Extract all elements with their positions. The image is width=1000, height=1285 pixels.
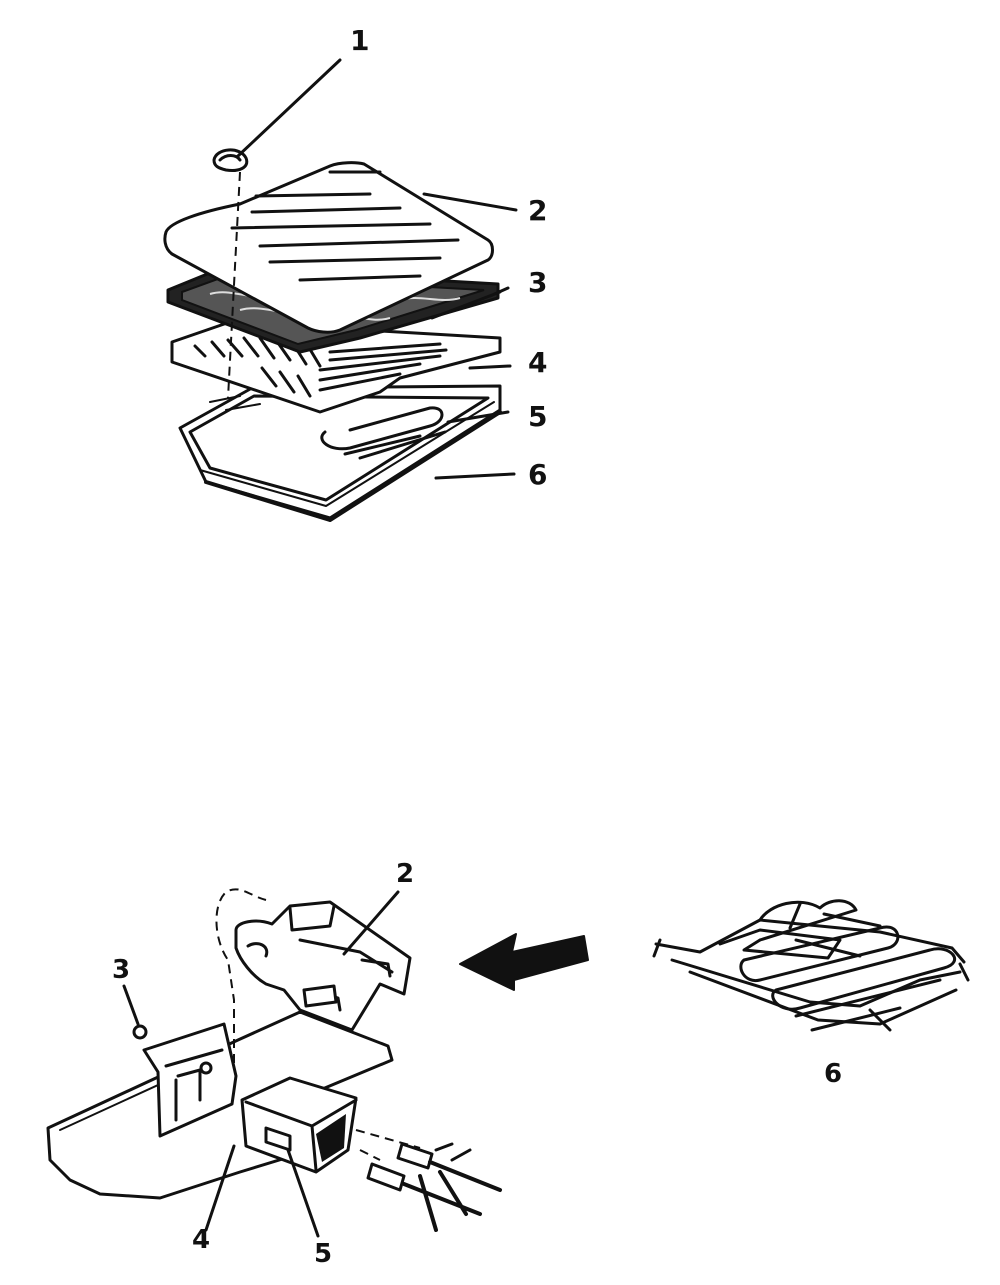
callout-2: 2 xyxy=(396,859,414,889)
part-5-element xyxy=(209,395,447,460)
alignment-line xyxy=(227,171,241,399)
callout-4: 4 xyxy=(528,346,547,379)
callout-5: 5 xyxy=(528,400,547,433)
part-5-receptacle xyxy=(240,1076,358,1174)
broiler-pan-assembly: 1 2 3 4 5 6 xyxy=(163,24,547,522)
callout-2: 2 xyxy=(528,194,547,227)
callout-1: 1 xyxy=(350,24,369,57)
leader-lines-top xyxy=(236,58,518,480)
part-2-shield xyxy=(234,900,412,1032)
leader-lines-bottom xyxy=(122,890,400,1238)
wall-cutout-outline xyxy=(215,888,267,1078)
callout-6: 6 xyxy=(528,458,547,491)
receptacle-assembly: 2 3 4 5 xyxy=(46,859,502,1269)
part-2-cover xyxy=(163,161,494,334)
arrow-left-icon xyxy=(459,933,589,991)
part-6-bake-element: 6 xyxy=(652,899,970,1089)
callout-4: 4 xyxy=(192,1225,210,1255)
part-3-bracket xyxy=(132,1022,238,1138)
part-4-grid xyxy=(170,320,502,414)
screw-icon xyxy=(132,1024,148,1040)
callout-6: 6 xyxy=(824,1059,842,1089)
callout-3: 3 xyxy=(112,955,130,985)
element-terminals xyxy=(355,1129,502,1232)
callout-3: 3 xyxy=(528,266,547,299)
callout-5: 5 xyxy=(314,1239,332,1269)
